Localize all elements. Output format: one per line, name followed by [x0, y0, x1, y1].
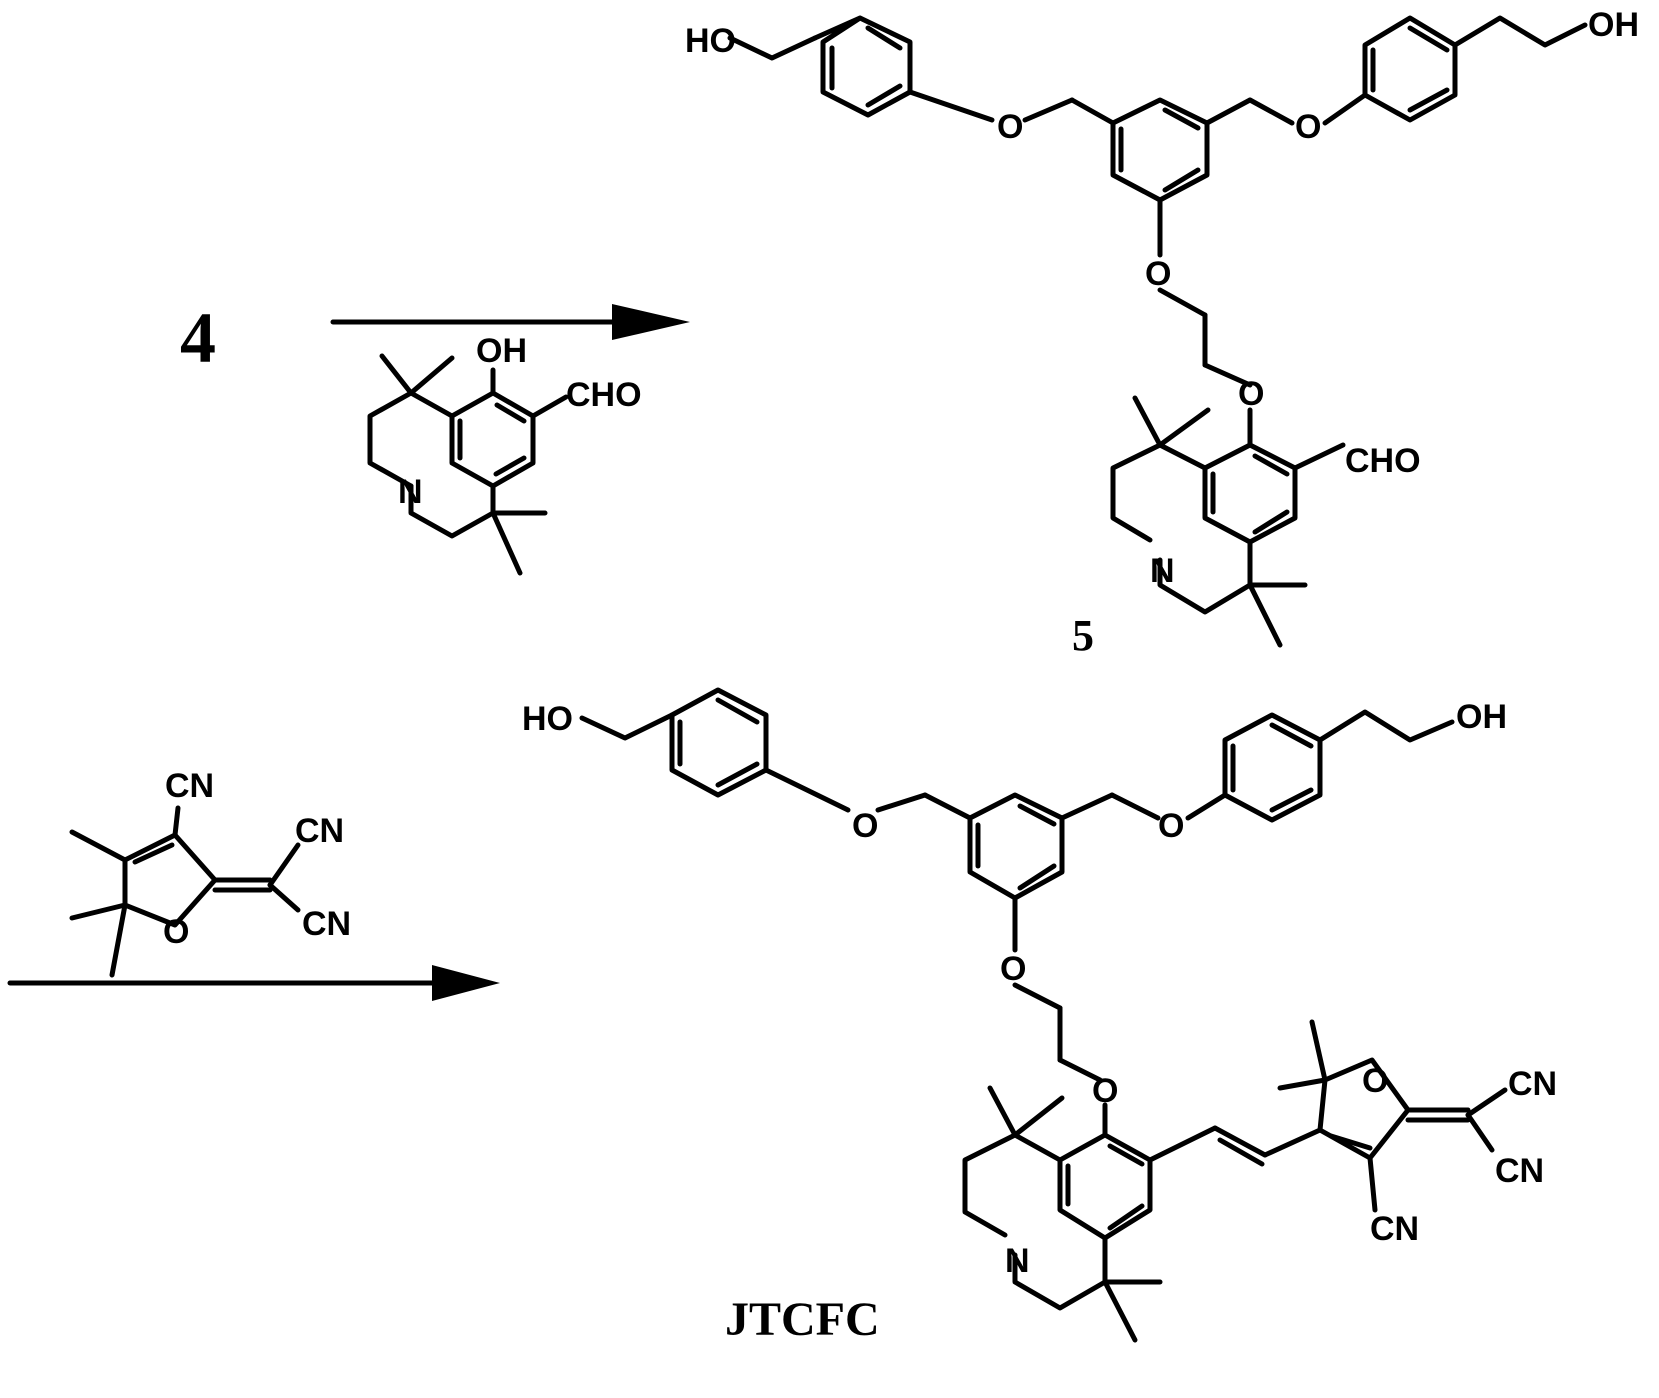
- tcf-ring-o: O: [163, 913, 189, 951]
- reagent-julolidine-aldehyde: [367, 353, 569, 576]
- cmpd5-n-label: N: [1150, 552, 1175, 590]
- jtcfc-ether-o-aryl: O: [1092, 1072, 1118, 1110]
- reagent-cho-label: CHO: [566, 376, 642, 414]
- compound-5-structure: [727, 15, 1588, 648]
- jtcfc-cn-lower: CN: [1495, 1152, 1544, 1190]
- cmpd5-oh-label: OH: [1588, 6, 1639, 44]
- jtcfc-ho-label: HO: [522, 700, 573, 738]
- cmpd5-ho-label: HO: [685, 22, 736, 60]
- cmpd5-ether-o-right: O: [1295, 108, 1321, 146]
- jtcfc-ether-o-lower: O: [1000, 950, 1026, 988]
- phenol-oh-label: OH: [476, 332, 527, 370]
- jtcfc-cn-ring: CN: [1370, 1210, 1419, 1248]
- cmpd5-cho-label: CHO: [1345, 442, 1421, 480]
- reagent-n-label: N: [398, 473, 423, 511]
- jtcfc-n-label: N: [1005, 1242, 1030, 1280]
- jtcfc-ether-o-left: O: [852, 807, 878, 845]
- cmpd5-ether-o-lower: O: [1145, 255, 1171, 293]
- jtcfc-ether-o-right: O: [1158, 807, 1184, 845]
- tcf-cn-right-upper: CN: [295, 812, 344, 850]
- tcf-cn-right-lower: CN: [302, 905, 351, 943]
- reaction-arrow-2: [7, 965, 500, 1001]
- tcf-cn-top: CN: [165, 767, 214, 805]
- product-jtcfc-label: JTCFC: [725, 1293, 880, 1346]
- product-jtcfc-structure: [579, 687, 1508, 1343]
- cmpd5-ether-o-aryl: O: [1238, 375, 1264, 413]
- reaction-arrow-1: [330, 304, 690, 340]
- reagent-tcf-acceptor: [69, 805, 301, 978]
- compound-4-label: 4: [180, 298, 216, 378]
- jtcfc-cn-upper: CN: [1508, 1065, 1557, 1103]
- jtcfc-tcf-ring-o: O: [1362, 1062, 1388, 1100]
- jtcfc-oh-label: OH: [1456, 698, 1507, 736]
- compound-5-label: 5: [1072, 611, 1094, 660]
- cmpd5-ether-o-left: O: [997, 108, 1023, 146]
